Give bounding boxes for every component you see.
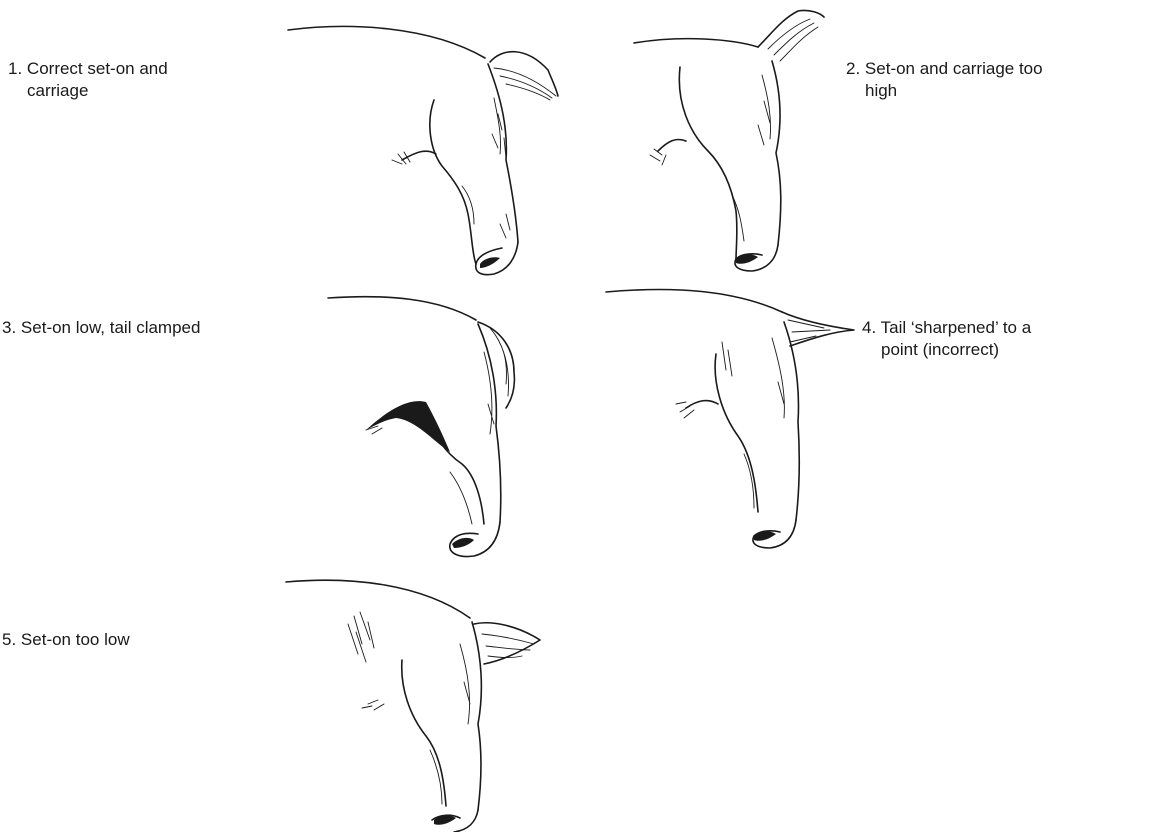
belly-tuck <box>658 139 686 151</box>
flank-fur <box>348 612 374 662</box>
dog-hindquarters-sketch-2 <box>632 5 852 285</box>
caption-text-line2: point (incorrect) <box>862 339 1031 361</box>
belly-fur <box>392 152 410 164</box>
topline <box>288 26 485 58</box>
thigh-fur <box>462 98 506 224</box>
caption-text-line1: Tail ‘sharpened’ to a <box>881 318 1032 337</box>
tail-feathering <box>768 19 818 61</box>
topline <box>634 39 758 47</box>
thigh-fur <box>722 338 784 508</box>
hock-and-foot <box>450 522 500 557</box>
foot-shadow <box>452 538 474 548</box>
dog-hindquarters-sketch-3 <box>326 292 556 572</box>
thigh-fur <box>732 75 771 241</box>
tail-feathering <box>482 634 534 658</box>
thigh-fur <box>430 644 470 804</box>
stifle-front <box>430 100 476 264</box>
caption-text-line1: Correct set-on and <box>27 59 168 78</box>
rear-outline <box>472 622 481 810</box>
rear-outline <box>784 322 799 520</box>
caption-text-line1: Set-on too low <box>21 630 130 649</box>
caption-text-line1: Set-on and carriage too <box>865 59 1043 78</box>
belly-tuck <box>686 401 718 408</box>
caption-number: 5. <box>2 629 16 651</box>
rear-outline <box>478 324 501 522</box>
belly-shadow <box>366 401 450 452</box>
foot-shadow <box>480 257 500 268</box>
hock-fur <box>500 214 510 238</box>
rear-outline <box>772 61 781 245</box>
caption-figure-5: 5. Set-on too low <box>2 629 130 651</box>
belly-fur <box>366 426 382 434</box>
tail-fur <box>788 320 830 342</box>
caption-figure-4: 4. Tail ‘sharpened’ to a point (incorrec… <box>862 317 1031 361</box>
caption-number: 1. <box>8 58 22 80</box>
caption-number: 3. <box>2 317 16 339</box>
belly-fur <box>362 700 384 710</box>
stifle-front <box>715 354 758 512</box>
caption-figure-1: 1. Correct set-on and carriage <box>8 58 168 102</box>
caption-figure-3: 3. Set-on low, tail clamped <box>2 317 200 339</box>
caption-text-line2: high <box>846 80 1043 102</box>
stifle-front <box>679 67 737 259</box>
belly-tuck <box>402 151 436 160</box>
tail-upright <box>758 10 824 47</box>
tail-feathering <box>490 328 509 396</box>
caption-number: 4. <box>862 317 876 339</box>
thigh-fur <box>450 352 494 524</box>
caption-text-line1: Set-on low, tail clamped <box>21 318 201 337</box>
stifle-front <box>402 660 446 806</box>
caption-text-line2: carriage <box>8 80 168 102</box>
topline <box>328 297 476 320</box>
dog-hindquarters-sketch-1 <box>280 18 570 288</box>
tail-feathering <box>494 68 556 100</box>
topline <box>286 580 470 618</box>
caption-figure-2: 2. Set-on and carriage too high <box>846 58 1043 102</box>
rear-outline <box>488 64 518 242</box>
topline <box>606 289 782 312</box>
dog-hindquarters-sketch-5 <box>282 574 552 832</box>
dog-hindquarters-sketch-4 <box>604 286 864 562</box>
